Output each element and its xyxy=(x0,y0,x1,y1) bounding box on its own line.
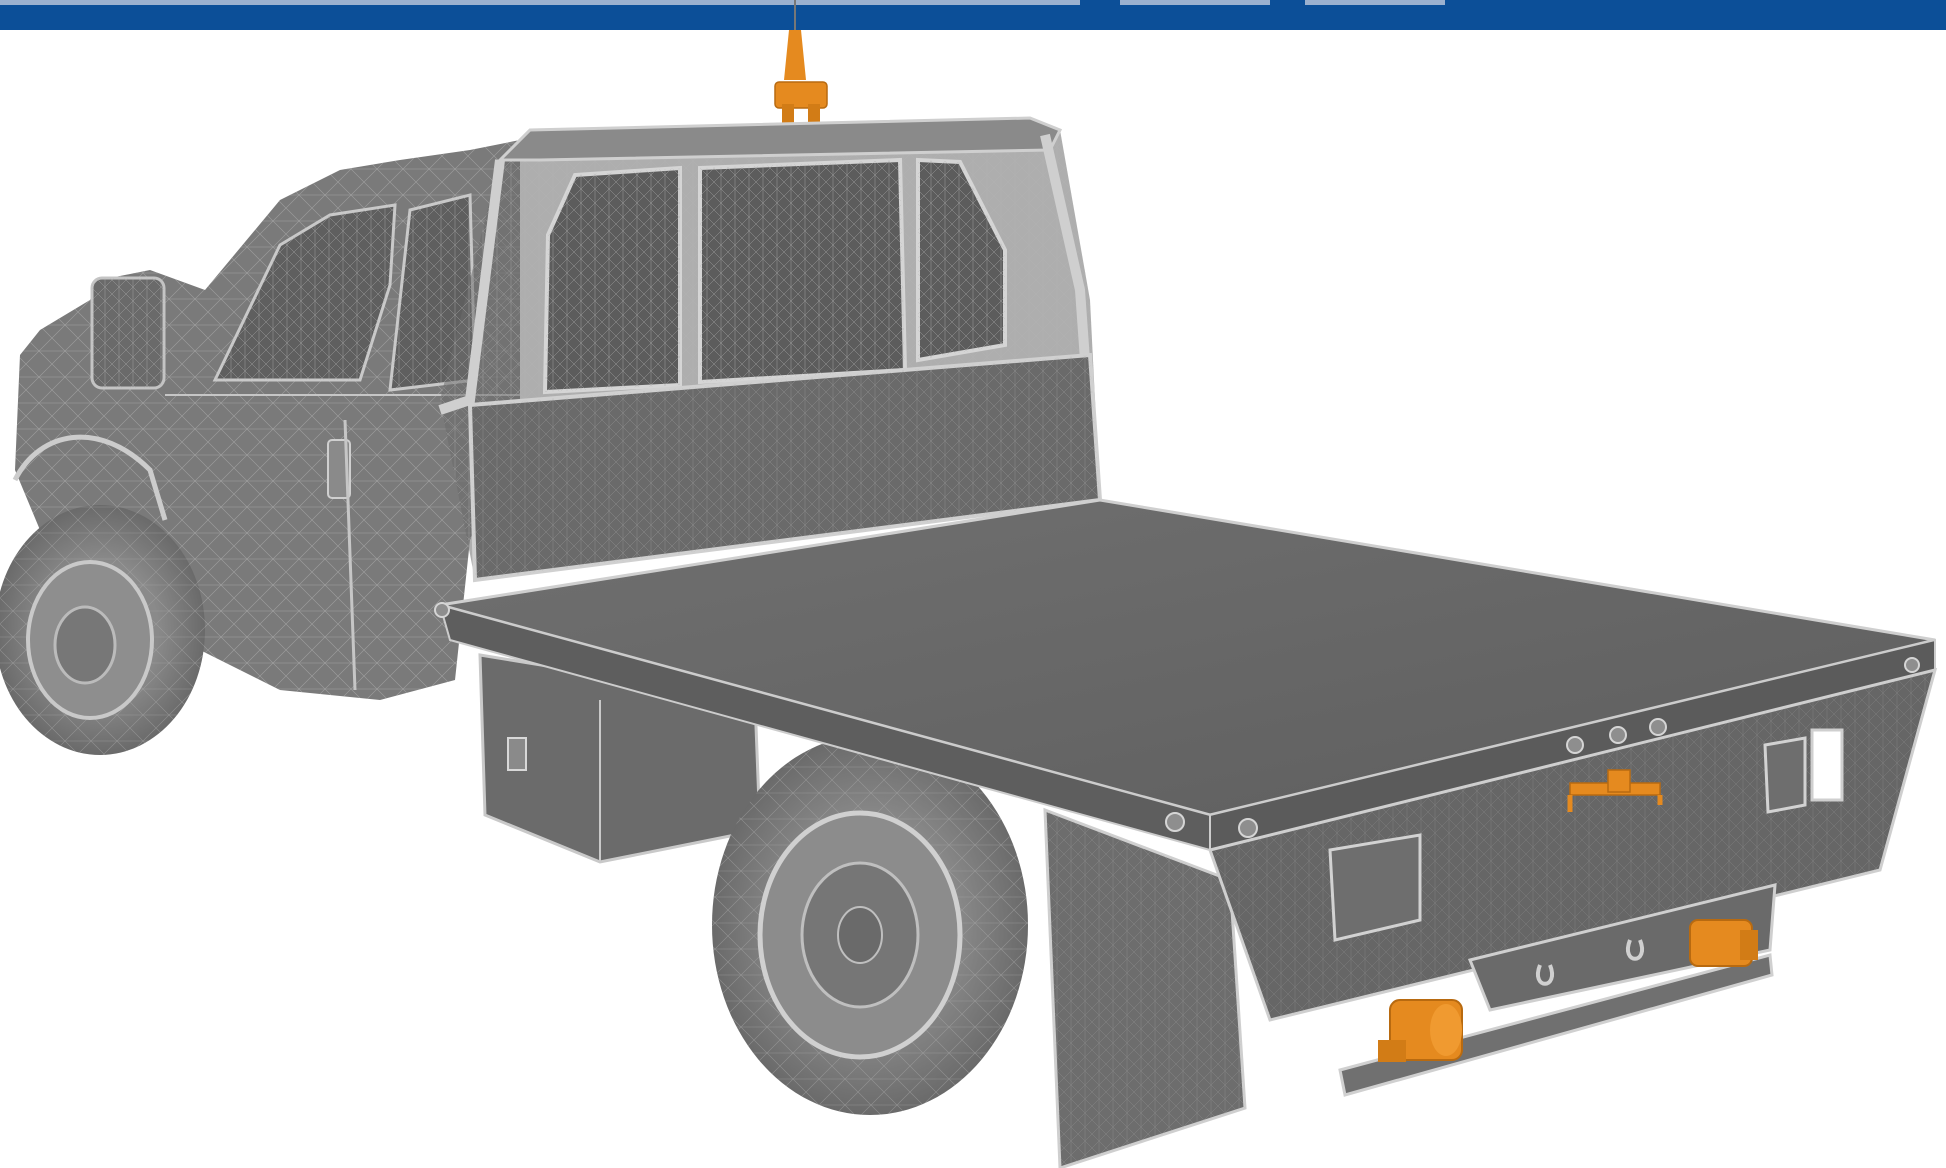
rear-camera-icon xyxy=(774,81,828,124)
flatbed-deck xyxy=(434,498,1938,1097)
banner-stripe xyxy=(1120,0,1270,5)
top-banner xyxy=(0,0,1946,30)
right-backup-alarm-icon xyxy=(1689,919,1758,967)
banner-stripe xyxy=(0,0,1080,5)
rear-wheel xyxy=(712,735,1028,1115)
mud-flap xyxy=(1043,807,1247,1168)
headache-rack xyxy=(438,116,1103,583)
front-wheel xyxy=(0,505,205,755)
left-backup-alarm-icon xyxy=(1378,999,1463,1062)
banner-stripe xyxy=(1305,0,1445,5)
roof-antenna-icon xyxy=(784,0,806,80)
rear-sensor-bracket-icon xyxy=(1567,769,1663,812)
